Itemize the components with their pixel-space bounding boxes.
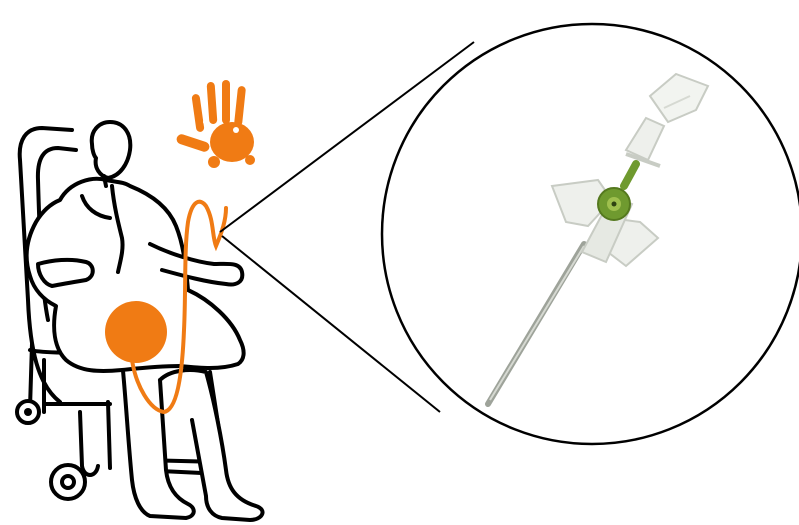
patient-legs: [120, 358, 265, 522]
cannula-line-path: [130, 199, 228, 415]
iv-cannula: [485, 72, 710, 407]
insertion-site-dot: [105, 301, 167, 363]
cannula-cap: [648, 72, 710, 124]
cannula-port: [624, 116, 666, 162]
wheelchair-wheels: [15, 399, 87, 501]
patient-right-arm: [148, 242, 245, 287]
front-wheel-hub: [60, 474, 76, 490]
patient-head: [89, 120, 133, 180]
patient-gown: [24, 176, 246, 373]
hand-print-icon: [176, 80, 255, 168]
rear-wheel-small-hub: [24, 408, 32, 416]
magnifier-circle: [380, 22, 799, 446]
patient-figure: [24, 120, 265, 522]
magnifier-lines: [219, 41, 475, 413]
patient-left-arm: [36, 257, 95, 288]
